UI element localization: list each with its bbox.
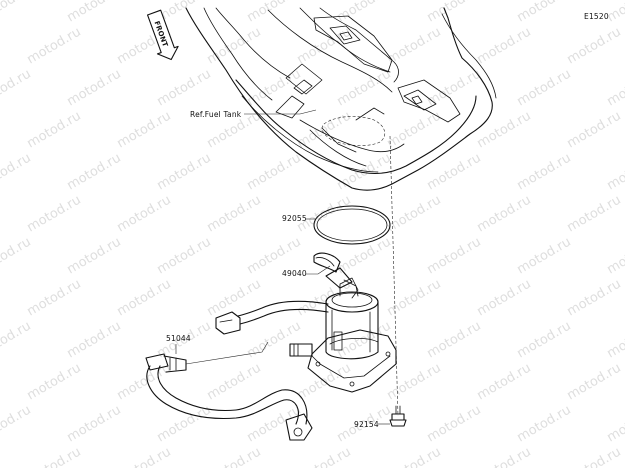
assembly-centerline	[389, 135, 399, 417]
watermark-text: motod.ru	[25, 277, 84, 320]
watermark-text: motod.ru	[515, 403, 574, 446]
watermark-text: motod.ru	[65, 403, 124, 446]
watermark-text: motod.ru	[115, 277, 174, 320]
watermark-text: motod.ru	[65, 151, 124, 194]
watermark-text: motod.ru	[65, 67, 124, 110]
watermark-text: motod.ru	[565, 193, 624, 236]
diagram-code: E1520	[584, 12, 609, 21]
watermark-text: motod.ru	[385, 445, 444, 468]
fuel-tank-callout: Ref.Fuel Tank	[190, 109, 317, 119]
watermark-text: motod.ru	[425, 151, 484, 194]
watermark-text: motod.ru	[565, 277, 624, 320]
watermark-text: motod.ru	[25, 25, 84, 68]
lower-fuel-hose-drawing	[145, 341, 313, 441]
watermark-text: motod.ru	[605, 235, 625, 278]
watermark-text: motod.ru	[295, 445, 354, 468]
watermark-text: motod.ru	[25, 193, 84, 236]
watermark-text: motod.ru	[335, 235, 394, 278]
watermark-text: motod.ru	[515, 319, 574, 362]
bolt-callout: 92154	[354, 420, 390, 429]
o-ring-callout: 92055	[282, 214, 316, 223]
watermark-text: motod.ru	[155, 151, 214, 194]
watermark-text: motod.ru	[65, 319, 124, 362]
watermark-text: motod.ru	[565, 25, 624, 68]
watermark-text: motod.ru	[295, 361, 354, 404]
watermark-text: motod.ru	[65, 0, 124, 25]
watermark-text: motod.ru	[245, 67, 304, 110]
watermark-text: motod.ru	[385, 193, 444, 236]
bolt-drawing	[389, 405, 407, 427]
watermark-text: motod.ru	[0, 403, 34, 446]
watermark-text: motod.ru	[565, 361, 624, 404]
watermark-text: motod.ru	[205, 25, 264, 68]
watermark-text: motod.ru	[0, 151, 34, 194]
watermark-text: motod.ru	[515, 0, 574, 25]
watermark-text: motod.ru	[0, 67, 34, 110]
watermark-text: motod.ru	[205, 361, 264, 404]
watermark-text: motod.ru	[385, 361, 444, 404]
watermark-text: motod.ru	[25, 445, 84, 468]
watermark-text: motod.ru	[475, 361, 534, 404]
watermark-text: motod.ru	[115, 193, 174, 236]
watermark-text: motod.ru	[25, 361, 84, 404]
watermark-text: motod.ru	[475, 277, 534, 320]
watermark-text: motod.ru	[475, 445, 534, 468]
watermark-text: motod.ru	[425, 403, 484, 446]
watermark-text: motod.ru	[385, 277, 444, 320]
watermark-text: motod.ru	[515, 235, 574, 278]
watermark-text: motod.ru	[565, 109, 624, 152]
hose-label: 51044	[166, 334, 191, 343]
fuel-pump-drawing	[289, 252, 397, 393]
watermark-text: motod.ru	[425, 0, 484, 25]
watermark-text: motod.ru	[65, 235, 124, 278]
watermark-text: motod.ru	[475, 193, 534, 236]
hose-callout: 51044	[166, 334, 191, 354]
watermark-text: motod.ru	[0, 235, 34, 278]
watermark-text: motod.ru	[245, 403, 304, 446]
watermark-text: motod.ru	[605, 403, 625, 446]
front-direction-badge: FRONT	[146, 9, 179, 61]
o-ring-label: 92055	[282, 214, 307, 223]
watermark-text: motod.ru	[205, 445, 264, 468]
watermark-text: motod.ru	[115, 109, 174, 152]
watermark-text: motod.ru	[25, 109, 84, 152]
watermark-text: motod.ru	[605, 67, 625, 110]
watermark-text: motod.ru	[245, 151, 304, 194]
watermark-text: motod.ru	[335, 319, 394, 362]
watermark-text: motod.ru	[475, 25, 534, 68]
fuel-pump-label: 49040	[282, 269, 307, 278]
upper-fuel-hose-drawing	[215, 300, 329, 335]
watermark-text: motod.ru	[205, 193, 264, 236]
watermark-text: motod.ru	[335, 67, 394, 110]
watermark-text: motod.ru	[515, 151, 574, 194]
watermark-text: motod.ru	[155, 235, 214, 278]
watermark-text: motod.ru	[605, 151, 625, 194]
watermark-text: motod.ru	[425, 319, 484, 362]
o-ring-drawing	[313, 205, 391, 245]
watermark-text: motod.ru	[295, 277, 354, 320]
bolt-label: 92154	[354, 420, 379, 429]
fuel-pump-callout: 49040	[282, 265, 331, 278]
watermark-text: motod.ru	[475, 109, 534, 152]
watermark-text: motod.ru	[245, 0, 304, 25]
watermark-text: motod.ru	[155, 67, 214, 110]
watermark-text: motod.ru	[605, 319, 625, 362]
fuel-tank-label: Ref.Fuel Tank	[190, 110, 242, 119]
watermark-text: motod.ru	[0, 0, 34, 25]
watermark-text: motod.ru	[335, 0, 394, 25]
watermark-text: motod.ru	[115, 445, 174, 468]
watermark-text: motod.ru	[245, 319, 304, 362]
watermark-text: motod.ru	[425, 235, 484, 278]
watermark-text: motod.ru	[565, 445, 624, 468]
fuel-tank-drawing	[185, 7, 497, 191]
watermark-text: motod.ru	[515, 67, 574, 110]
watermark-text: motod.ru	[0, 319, 34, 362]
